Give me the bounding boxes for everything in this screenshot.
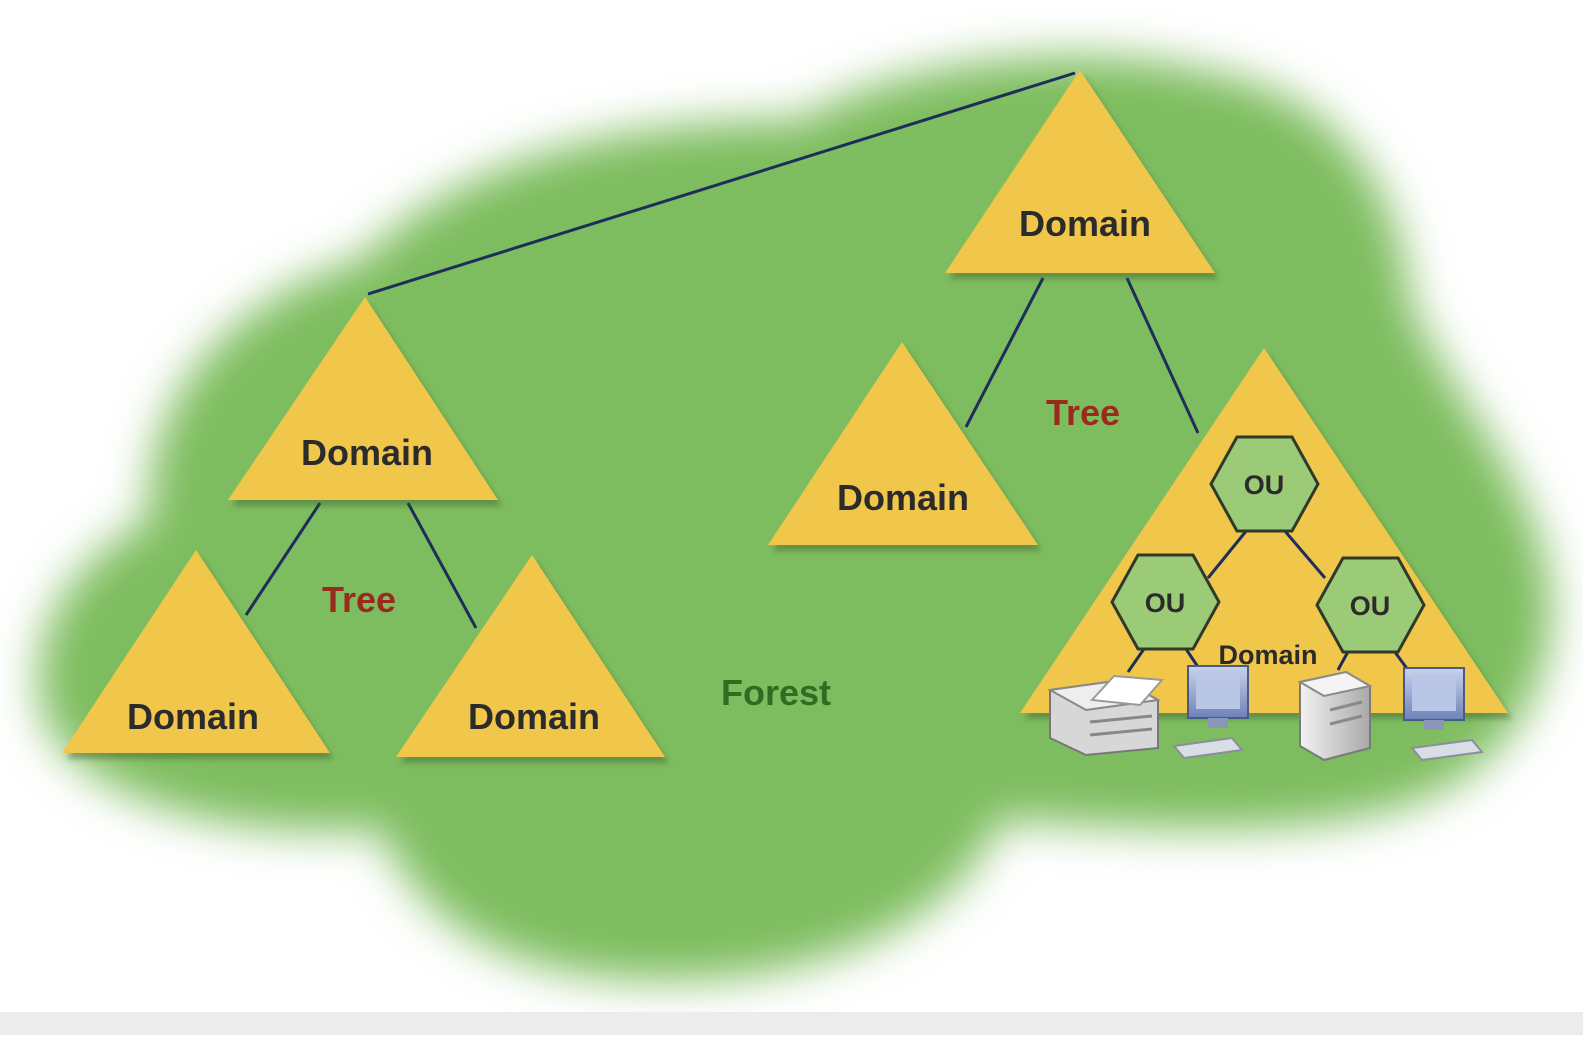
ou-right-label: OU bbox=[1350, 591, 1391, 621]
ou-top-label: OU bbox=[1244, 470, 1285, 500]
connector-ou-top-to-left bbox=[1206, 529, 1249, 579]
computer-icon bbox=[1172, 665, 1249, 760]
ou-right-hexagon bbox=[1315, 556, 1426, 654]
ou-left-hexagon bbox=[1110, 553, 1221, 651]
ou-left-label: OU bbox=[1145, 588, 1186, 618]
left-tree-child-1-triangle bbox=[62, 550, 330, 753]
root-domain-triangle bbox=[945, 70, 1215, 273]
connector-ou-top-to-right bbox=[1282, 529, 1327, 579]
bottom-bar bbox=[0, 1012, 1583, 1035]
forest-label: Forest bbox=[721, 672, 831, 713]
ou-hexagons bbox=[1110, 435, 1426, 654]
left-tree-root-label: Domain bbox=[301, 432, 433, 473]
printer-icon bbox=[1046, 674, 1165, 757]
connector-right-root-to-child-2 bbox=[1125, 277, 1200, 434]
right-tree-child-1-label: Domain bbox=[837, 477, 969, 518]
connector-left-root-to-child-1 bbox=[244, 502, 322, 616]
ou-top-hexagon bbox=[1209, 435, 1320, 533]
left-tree-child-2-label: Domain bbox=[468, 696, 600, 737]
right-tree-child-1-triangle bbox=[768, 342, 1038, 545]
right-tree-child-2-label: Domain bbox=[1218, 640, 1317, 670]
connector-root-to-left-tree bbox=[367, 71, 1076, 296]
right-tree-label: Tree bbox=[1046, 392, 1120, 433]
connector-right-root-to-child-1 bbox=[964, 277, 1045, 428]
left-tree-label: Tree bbox=[322, 579, 396, 620]
root-domain-label: Domain bbox=[1019, 203, 1151, 244]
left-tree-root-triangle bbox=[228, 297, 498, 500]
left-tree-child-2-triangle bbox=[396, 555, 665, 757]
left-tree-child-1-label: Domain bbox=[127, 696, 259, 737]
connectors bbox=[244, 71, 1200, 629]
server-icon bbox=[1297, 670, 1373, 762]
computer-icon bbox=[1403, 667, 1484, 762]
connector-left-root-to-child-2 bbox=[406, 502, 478, 629]
